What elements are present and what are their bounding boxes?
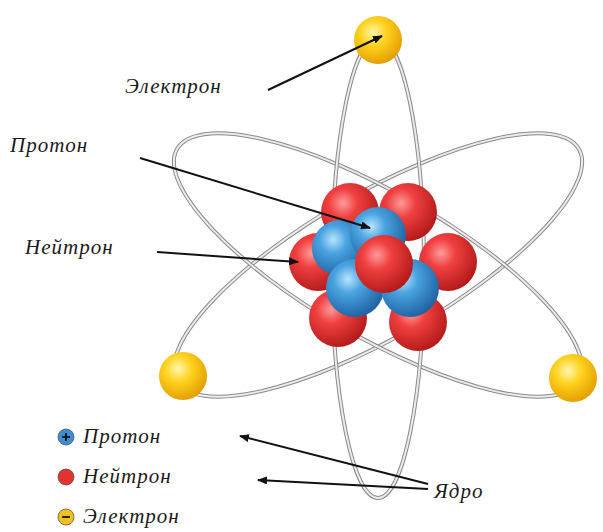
legend-text: Нейтрон bbox=[83, 465, 172, 488]
legend-swatch bbox=[57, 508, 75, 526]
legend-text: Протон bbox=[83, 425, 161, 448]
legend-swatch bbox=[57, 468, 75, 486]
legend-row: Нейтрон bbox=[57, 465, 172, 488]
leader-line bbox=[140, 158, 370, 228]
orbits bbox=[141, 38, 603, 498]
leader-line bbox=[157, 252, 298, 262]
leader-line bbox=[258, 480, 428, 489]
part-label: Протон bbox=[10, 134, 88, 157]
leader-line bbox=[240, 436, 428, 484]
legend-text: Электрон bbox=[83, 505, 180, 528]
leader-line bbox=[268, 36, 382, 90]
legend-row: Электрон bbox=[57, 505, 180, 528]
electrons bbox=[159, 16, 597, 402]
part-label: Нейтрон bbox=[25, 236, 114, 259]
nucleus bbox=[289, 183, 477, 351]
legend-row: Протон bbox=[57, 425, 161, 448]
part-label: Электрон bbox=[125, 75, 222, 98]
legend-swatch bbox=[57, 428, 75, 446]
part-label: Ядро bbox=[434, 480, 483, 503]
